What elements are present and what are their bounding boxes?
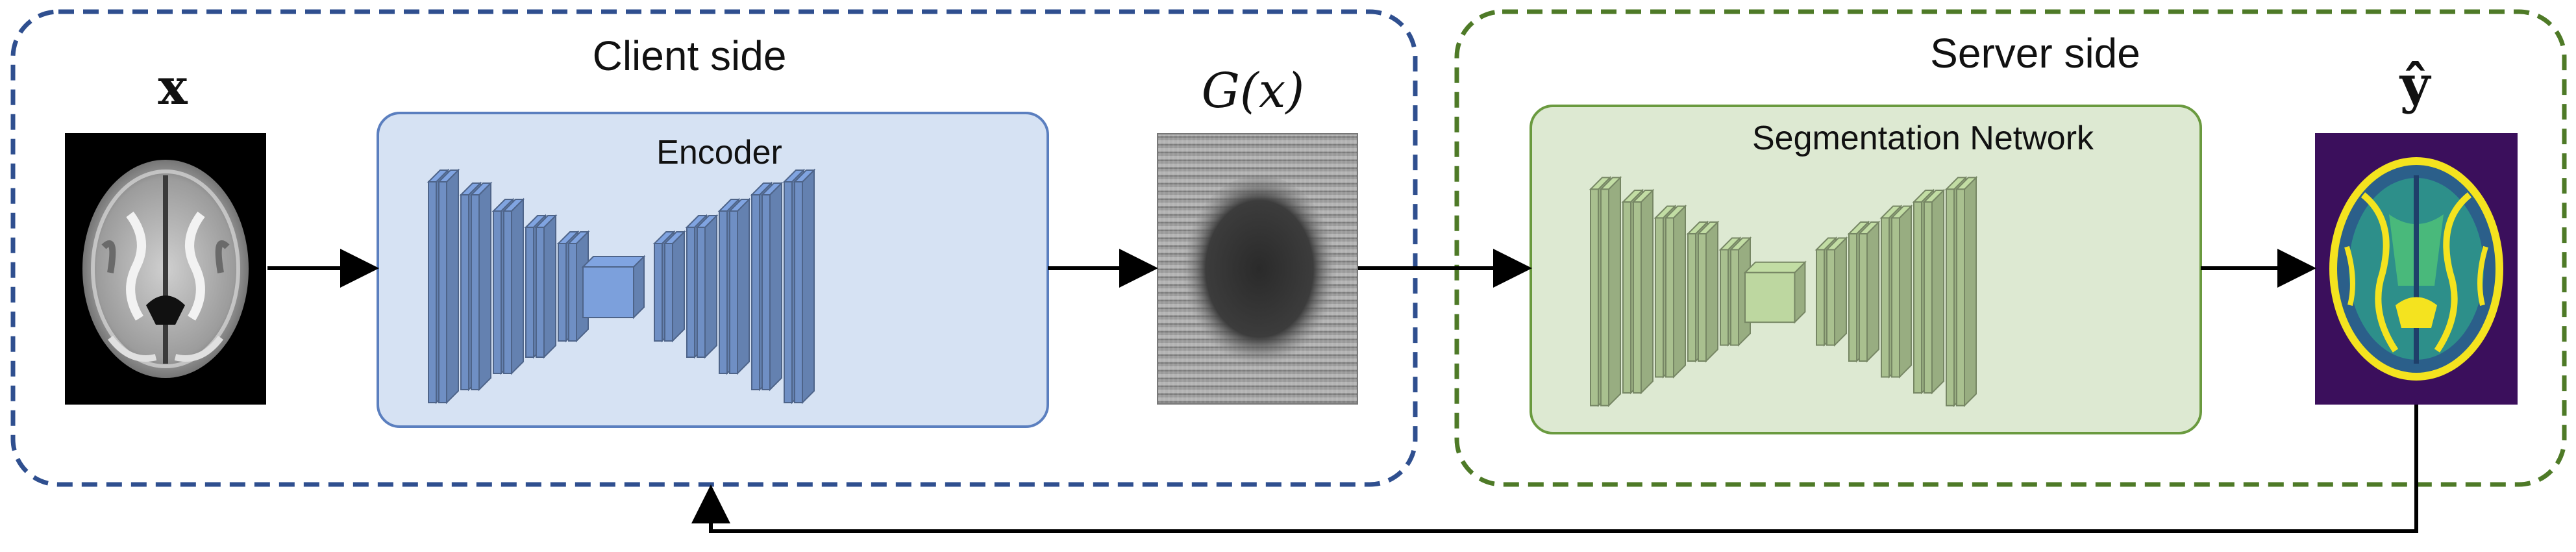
input-label: x	[158, 58, 188, 116]
layer-slab	[1664, 205, 1687, 379]
arrow-feedback-to-client	[691, 405, 2418, 533]
brain-mri-icon	[65, 133, 266, 405]
segmentation-network-layers	[1589, 175, 1978, 408]
layer-slab	[1825, 236, 1848, 347]
segmentation-network-label: Segmentation Network	[1752, 119, 2094, 157]
layer-slab	[663, 230, 686, 343]
server-side-region: Server side Segmentation Network ŷ	[1454, 9, 2567, 487]
layer-slab	[469, 181, 493, 392]
server-side-title: Server side	[1930, 30, 2140, 77]
layer-slab	[1857, 220, 1881, 363]
layer-slab	[728, 197, 751, 375]
layer-slab	[1890, 205, 1913, 379]
bottleneck-block	[581, 255, 646, 320]
layer-slab	[534, 214, 558, 359]
layer-slab	[1631, 188, 1655, 395]
layer-slab	[1955, 175, 1978, 408]
layer-slab	[502, 197, 525, 375]
bottleneck-block	[1743, 260, 1807, 324]
client-side-title: Client side	[593, 32, 787, 79]
layer-slab	[760, 181, 784, 392]
encoder-layers	[427, 168, 816, 405]
layer-slab	[1696, 220, 1720, 363]
encoder-label: Encoder	[656, 134, 782, 171]
layer-slab	[1599, 175, 1622, 408]
layer-slab	[793, 168, 816, 405]
encoded-output-label: G(x)	[1202, 63, 1305, 119]
prediction-label: ŷ	[2399, 54, 2432, 115]
client-side-border	[10, 9, 1418, 487]
client-side-region: Client side x Encoder G(x)	[10, 9, 1418, 487]
layer-slab	[1922, 188, 1946, 395]
noise-encoded-image-icon	[1157, 133, 1358, 405]
layer-slab	[695, 214, 719, 359]
flow-arrows	[267, 249, 2418, 533]
segmentation-map-icon	[2315, 133, 2518, 405]
server-side-border	[1454, 9, 2567, 487]
layer-slab	[437, 168, 460, 405]
